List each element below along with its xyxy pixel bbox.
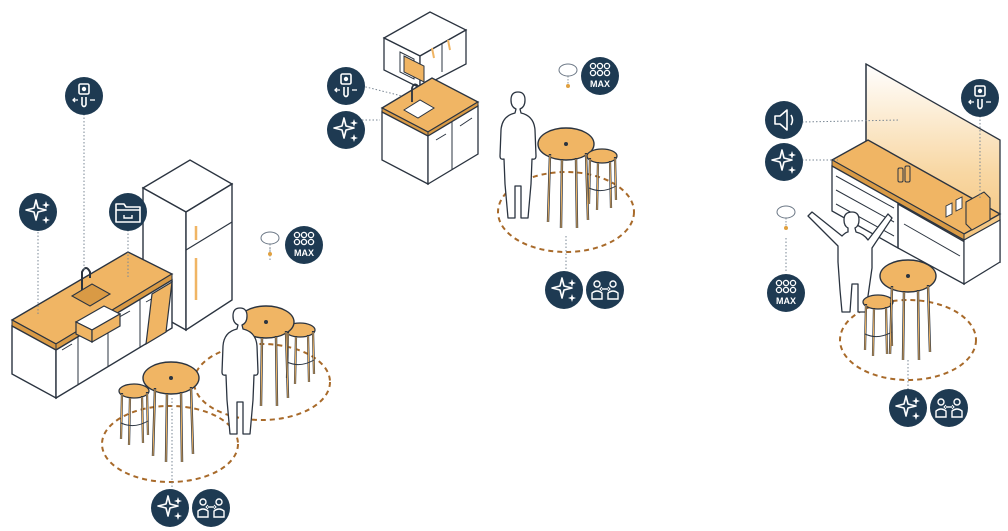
occupancy-max-icon: MAX <box>767 274 805 312</box>
drawer-storage-icon <box>109 193 147 231</box>
touchless-faucet-icon <box>65 77 103 115</box>
touchless-faucet-icon <box>327 67 365 105</box>
distancing-icon <box>586 271 624 309</box>
occupancy-max-icon: MAX <box>285 226 323 264</box>
speaker-icon <box>765 101 803 139</box>
occupancy-sensor-icon <box>559 64 577 88</box>
max-label: MAX <box>294 248 314 258</box>
scene-coffee-wall <box>786 64 1000 390</box>
occupancy-max-icon: MAX <box>581 57 619 95</box>
distancing-icon <box>192 489 230 527</box>
scene-kitchenette <box>362 12 634 270</box>
sparkle-clean-icon <box>19 193 57 231</box>
sparkle-clean-icon <box>765 143 803 181</box>
kitchenette-counter <box>382 78 478 184</box>
scene-kitchen-fridge <box>12 114 330 492</box>
sparkle-clean-icon <box>151 489 189 527</box>
max-label: MAX <box>590 79 610 89</box>
occupancy-sensor-icon <box>261 232 279 256</box>
touchless-faucet-icon <box>961 79 999 117</box>
upper-cabinet <box>384 12 466 88</box>
sparkle-clean-icon <box>545 271 583 309</box>
distancing-icon <box>930 389 968 427</box>
max-label: MAX <box>776 296 796 306</box>
occupancy-sensor-icon <box>777 206 795 230</box>
person-silhouette <box>500 92 536 218</box>
sparkle-clean-icon <box>889 389 927 427</box>
sparkle-clean-icon <box>327 111 365 149</box>
